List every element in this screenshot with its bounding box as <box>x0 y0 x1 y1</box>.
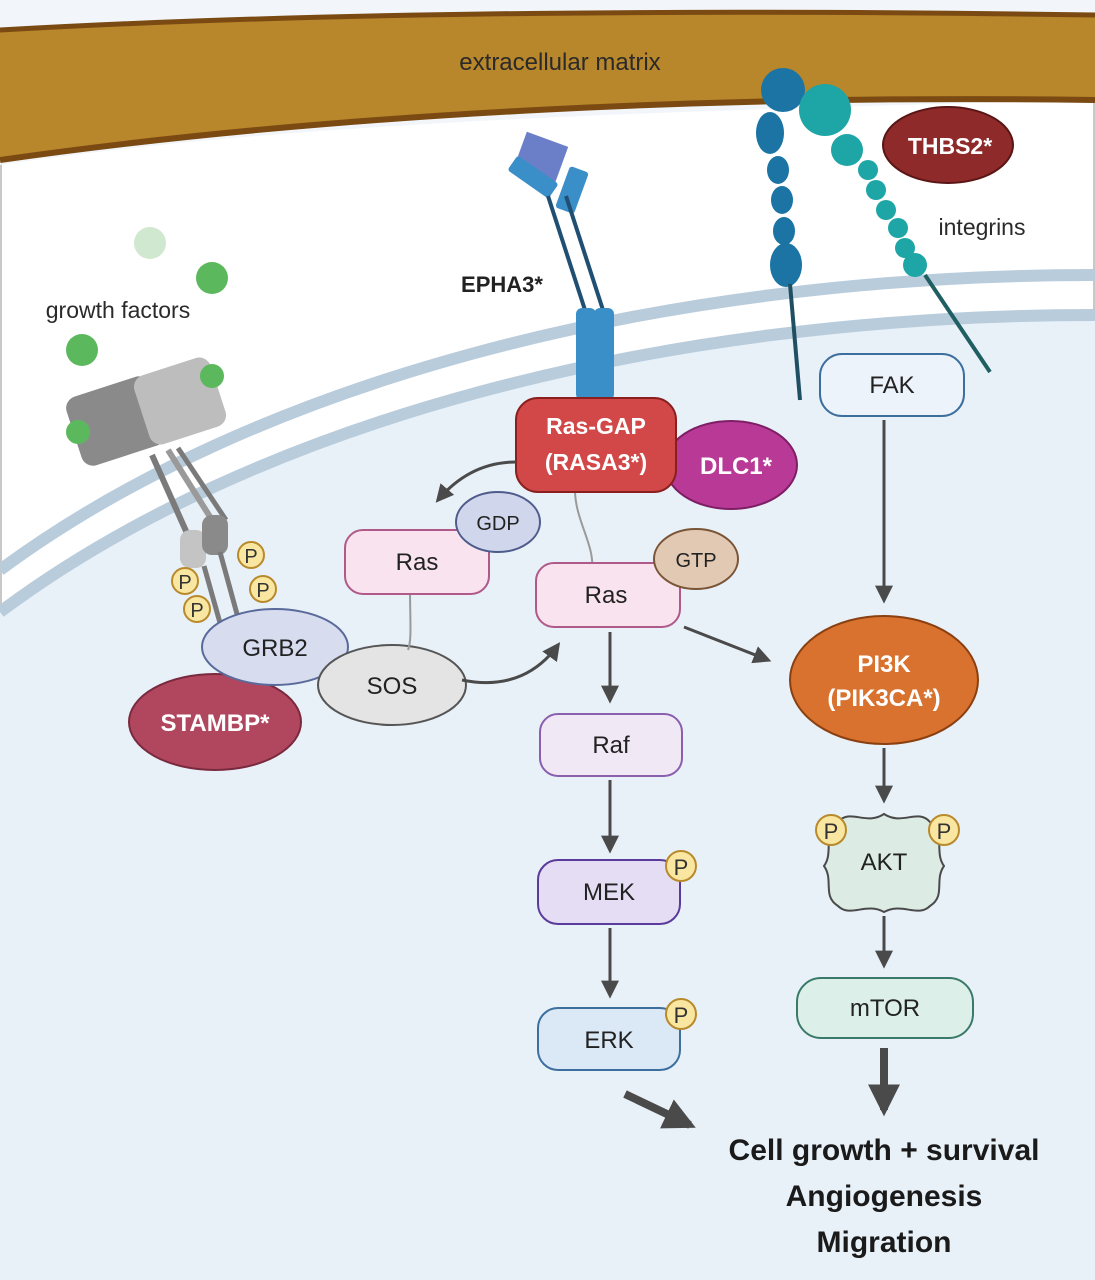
stambp-node: STAMBP* <box>128 673 302 771</box>
epha3-label: EPHA3* <box>461 272 543 297</box>
dlc1-node: DLC1* <box>664 420 798 510</box>
membrane-inner-leaflet <box>0 309 1095 617</box>
phospho-badge: P <box>665 998 697 1030</box>
svg-text:Ras-GAP: Ras-GAP <box>546 413 646 439</box>
outcome-migration: Migration <box>817 1226 952 1259</box>
svg-text:P: P <box>178 572 191 594</box>
svg-text:DLC1*: DLC1* <box>700 453 773 480</box>
epha3-stalk <box>564 195 605 311</box>
receptor-transmembrane <box>149 453 193 542</box>
gdp-badge: GDP <box>455 491 541 553</box>
erk-node: ERK <box>537 1007 681 1071</box>
pi3k-node: PI3K (PIK3CA*) <box>789 615 979 745</box>
ras-gtp-node: Ras <box>535 562 681 628</box>
arrow-sos-to-ras <box>461 642 561 685</box>
bound-growth-factor <box>200 364 224 388</box>
outcome-cell-growth: Cell growth + survival <box>729 1134 1040 1167</box>
svg-text:ERK: ERK <box>584 1027 633 1054</box>
phospho-badge: P <box>928 814 960 846</box>
svg-text:MEK: MEK <box>583 879 635 906</box>
mtor-node: mTOR <box>796 977 974 1039</box>
fak-node: FAK <box>819 353 965 417</box>
receptor-kinase-domain <box>180 530 206 568</box>
svg-text:GTP: GTP <box>675 550 716 572</box>
extracellular-matrix-label: extracellular matrix <box>459 49 660 76</box>
svg-text:P: P <box>824 819 839 844</box>
svg-text:P: P <box>674 1003 689 1028</box>
arrow-ras-to-pi3k <box>683 625 772 664</box>
epha3-transmembrane <box>576 308 596 400</box>
receptor-kinase-domain <box>202 515 228 555</box>
epha3-domain <box>555 166 589 214</box>
svg-text:mTOR: mTOR <box>850 995 920 1022</box>
svg-text:P: P <box>937 819 952 844</box>
svg-text:PI3K: PI3K <box>857 651 911 678</box>
phospho-badge: P <box>249 575 277 603</box>
phospho-badge: P <box>815 814 847 846</box>
extracellular-matrix-band <box>0 12 1095 160</box>
ras-gap-node: Ras-GAP (RASA3*) <box>515 397 677 493</box>
epha3-transmembrane <box>594 308 614 400</box>
svg-text:Ras: Ras <box>585 582 628 609</box>
svg-text:P: P <box>190 600 203 622</box>
growth-factors-label: growth factors <box>46 297 190 323</box>
svg-text:Raf: Raf <box>592 732 630 759</box>
svg-text:THBS2*: THBS2* <box>908 133 992 159</box>
sos-node: SOS <box>317 644 467 726</box>
arrow-rasgap-to-ras-gdp <box>435 460 517 503</box>
receptor-tail <box>201 565 225 631</box>
ecm-bottom-edge <box>0 96 1095 163</box>
integrins-label: integrins <box>939 214 1026 240</box>
phospho-badge: P <box>665 850 697 882</box>
svg-text:FAK: FAK <box>869 372 914 399</box>
link-ras-sos <box>407 589 412 651</box>
svg-text:P: P <box>674 855 689 880</box>
epha3-stalk <box>546 195 587 311</box>
thbs2-node: THBS2* <box>882 106 1014 184</box>
svg-text:AKT: AKT <box>861 849 908 876</box>
receptor-tail <box>217 551 243 626</box>
phospho-badge: P <box>183 595 211 623</box>
growth-factor-ball <box>66 334 98 366</box>
svg-text:GDP: GDP <box>476 513 519 535</box>
svg-text:P: P <box>244 546 257 568</box>
grb2-node: GRB2 <box>201 608 349 686</box>
outcome-angiogenesis: Angiogenesis <box>786 1180 983 1213</box>
integrin-beta <box>799 84 992 374</box>
phospho-badge: P <box>171 567 199 595</box>
epha3-domain <box>508 156 558 198</box>
growth-factor-ball <box>196 262 228 294</box>
receptor-transmembrane <box>165 448 215 522</box>
akt-node: AKT <box>822 812 946 914</box>
gtp-badge: GTP <box>653 528 739 590</box>
arrow-erk-to-outcome <box>623 1090 696 1129</box>
mek-node: MEK <box>537 859 681 925</box>
svg-text:(PIK3CA*): (PIK3CA*) <box>827 685 940 712</box>
receptor-transmembrane <box>175 446 229 522</box>
raf-node: Raf <box>539 713 683 777</box>
growth-factor-ball <box>134 227 166 259</box>
svg-text:(RASA3*): (RASA3*) <box>545 449 647 475</box>
integrin-alpha <box>756 68 805 401</box>
bound-growth-factor <box>66 420 90 444</box>
svg-text:SOS: SOS <box>367 673 418 700</box>
svg-text:Ras: Ras <box>396 549 439 576</box>
svg-text:P: P <box>256 580 269 602</box>
ecm-top-edge <box>0 9 1095 33</box>
phospho-badge: P <box>237 541 265 569</box>
membrane-outer-leaflet <box>0 269 1095 575</box>
svg-text:STAMBP*: STAMBP* <box>161 710 271 737</box>
svg-text:GRB2: GRB2 <box>242 635 307 662</box>
ras-gdp-node: Ras <box>344 529 490 595</box>
